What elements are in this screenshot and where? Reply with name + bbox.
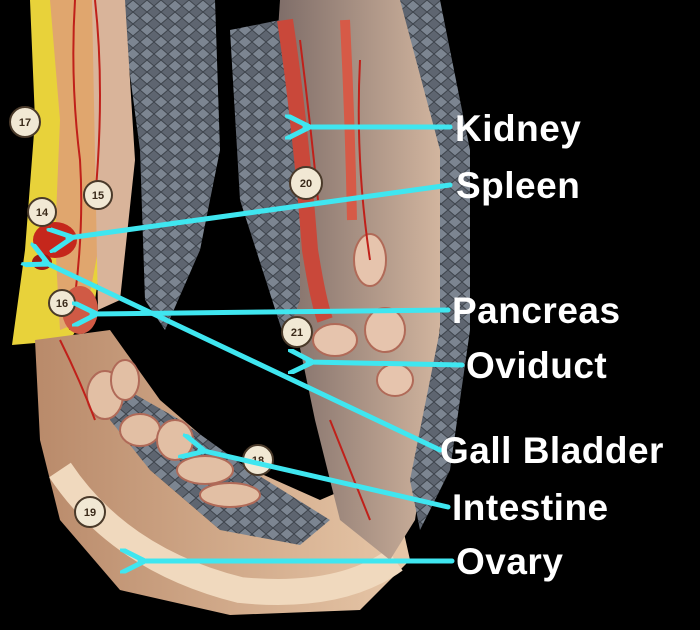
svg-text:19: 19 bbox=[84, 507, 96, 519]
tag-17: 17 bbox=[9, 106, 41, 138]
right-body-column bbox=[230, 0, 470, 560]
svg-text:16: 16 bbox=[56, 298, 68, 310]
tag-16: 16 bbox=[48, 289, 76, 317]
tag-14: 14 bbox=[27, 197, 57, 227]
gall-bladder-pointer bbox=[44, 262, 443, 453]
bottom-body-loop bbox=[35, 330, 410, 615]
label-oviduct: Oviduct bbox=[466, 345, 608, 386]
svg-text:14: 14 bbox=[36, 207, 49, 219]
oviduct-pointer bbox=[308, 362, 465, 365]
label-spleen: Spleen bbox=[456, 165, 581, 206]
svg-text:21: 21 bbox=[291, 327, 303, 339]
label-ovary: Ovary bbox=[456, 541, 564, 582]
spleen-pointer bbox=[68, 182, 453, 238]
label-gall-bladder: Gall Bladder bbox=[440, 430, 664, 471]
label-pancreas: Pancreas bbox=[452, 290, 621, 331]
tag-21: 21 bbox=[281, 316, 313, 348]
pointer-lines bbox=[44, 127, 465, 561]
svg-text:15: 15 bbox=[92, 190, 104, 202]
specimen-tags: 14 15 16 17 18 19 20 21 bbox=[9, 106, 323, 528]
svg-text:20: 20 bbox=[300, 178, 312, 190]
label-kidney: Kidney bbox=[455, 108, 582, 149]
tag-15: 15 bbox=[83, 180, 113, 210]
intestine-pointer bbox=[200, 450, 451, 510]
tag-19: 19 bbox=[74, 496, 106, 528]
label-intestine: Intestine bbox=[452, 487, 609, 528]
svg-text:17: 17 bbox=[19, 117, 31, 129]
tag-20: 20 bbox=[289, 166, 323, 200]
